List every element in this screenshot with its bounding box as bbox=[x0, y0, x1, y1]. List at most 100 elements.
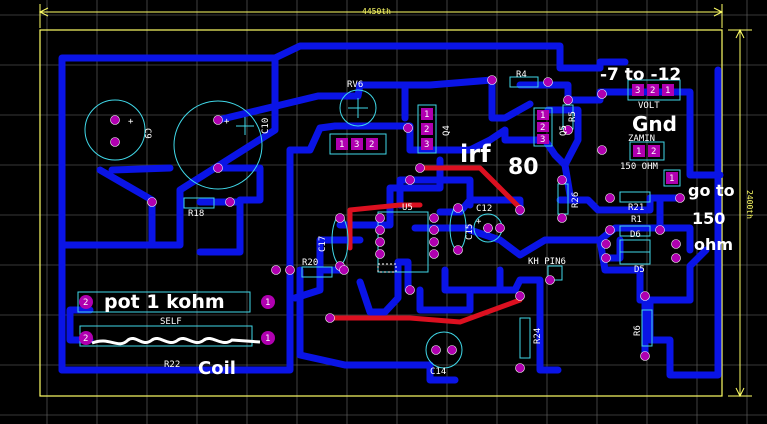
via-pad bbox=[429, 249, 439, 259]
via-pad bbox=[375, 237, 385, 247]
numbered-pads: 1 3 2 1 2 3 1 2 3 3 2 1 1 2 1 2 1 2 1 bbox=[79, 84, 678, 345]
ohm-pin-1: 1 bbox=[669, 174, 674, 184]
r1-body bbox=[619, 225, 651, 237]
via-pad bbox=[110, 137, 120, 147]
self-label: SELF bbox=[160, 317, 182, 327]
via-pad bbox=[431, 345, 441, 355]
via-pad bbox=[601, 253, 611, 263]
q4-pin-1: 1 bbox=[424, 110, 429, 120]
via-pad bbox=[403, 123, 413, 133]
d6-body bbox=[619, 239, 651, 253]
via-pad bbox=[213, 115, 223, 125]
via-pad bbox=[671, 239, 681, 249]
c12-label: C12 bbox=[476, 204, 492, 214]
via-pad bbox=[605, 225, 615, 235]
via-pad bbox=[271, 265, 281, 275]
volt-body bbox=[627, 79, 681, 101]
volt-pin-1: 1 bbox=[665, 86, 670, 96]
d6-label: D6 bbox=[630, 230, 641, 240]
via-pad bbox=[375, 225, 385, 235]
rv6-outline bbox=[339, 89, 377, 127]
q4-label: Q4 bbox=[442, 125, 452, 136]
kh-pin6-body bbox=[547, 265, 563, 281]
via-pad bbox=[339, 265, 349, 275]
via-pad bbox=[605, 193, 615, 203]
zamin-pin-1: 1 bbox=[636, 147, 641, 157]
c14-label: C14 bbox=[430, 367, 446, 377]
volt-label: VOLT bbox=[638, 101, 660, 111]
via-pad bbox=[375, 249, 385, 259]
self-pin-1: 1 bbox=[265, 298, 270, 308]
d5-label: D5 bbox=[634, 265, 645, 275]
q4-body bbox=[417, 104, 437, 154]
c14-outline bbox=[425, 331, 463, 369]
via-pad bbox=[601, 239, 611, 249]
u5-label: U5 bbox=[402, 203, 413, 213]
pot-note: pot 1 kohm bbox=[104, 291, 225, 313]
r22-pin-1: 1 bbox=[265, 334, 270, 344]
via-pad bbox=[515, 205, 525, 215]
r6-label: R6 bbox=[633, 325, 643, 336]
via-pad bbox=[640, 291, 650, 301]
r26-label: R26 bbox=[571, 192, 581, 208]
designators: C9 C10 RV6 R4 R5 Q4 Q5 R18 U5 C12 C17 C1… bbox=[142, 70, 660, 377]
via-pad bbox=[495, 223, 505, 233]
pin1-marker bbox=[377, 263, 397, 273]
via-pad bbox=[543, 77, 553, 87]
r24-body bbox=[519, 317, 531, 359]
q4-pin-3: 3 bbox=[424, 140, 429, 150]
height-dimension-label: 2400th bbox=[745, 190, 754, 219]
height-dimension bbox=[728, 28, 752, 398]
via-pad bbox=[225, 197, 235, 207]
bottom-layer-traces bbox=[58, 42, 724, 384]
via-pad bbox=[429, 225, 439, 235]
c9-label: C9 bbox=[142, 128, 152, 139]
via-pad bbox=[483, 223, 493, 233]
r4-label: R4 bbox=[516, 70, 527, 80]
via-pad bbox=[563, 125, 573, 135]
via-pad bbox=[405, 285, 415, 295]
r20-body bbox=[301, 266, 333, 278]
rv6-pin-3: 3 bbox=[354, 140, 359, 150]
r22-label: R22 bbox=[164, 360, 180, 370]
ohm150-note: 150 bbox=[692, 209, 725, 228]
rv6-pin-2: 2 bbox=[369, 140, 374, 150]
via-pad bbox=[453, 203, 463, 213]
via-pad bbox=[675, 193, 685, 203]
r22-pin-2: 2 bbox=[83, 334, 88, 344]
via-pad bbox=[325, 313, 335, 323]
via-pad bbox=[405, 175, 415, 185]
r1-label: R1 bbox=[631, 215, 642, 225]
via-pad bbox=[110, 115, 120, 125]
via-pad bbox=[640, 351, 650, 361]
irf-note: irf bbox=[460, 140, 491, 168]
coil-note: Coil bbox=[198, 358, 236, 379]
via-pad bbox=[563, 95, 573, 105]
via-pad bbox=[415, 163, 425, 173]
rv6-label: RV6 bbox=[347, 80, 363, 90]
zamin-body bbox=[629, 141, 665, 161]
zamin-label: ZAMIN bbox=[628, 134, 655, 144]
pads bbox=[110, 75, 685, 373]
r18-body bbox=[183, 197, 215, 209]
q5-pin-3: 3 bbox=[540, 135, 545, 145]
via-pad bbox=[515, 291, 525, 301]
c15-label: C15 bbox=[465, 224, 475, 240]
zamin-pin-2: 2 bbox=[651, 147, 656, 157]
top-layer-traces bbox=[327, 165, 523, 325]
c9-plus: + bbox=[128, 117, 134, 127]
ohm-body bbox=[663, 169, 681, 187]
d5-body bbox=[619, 251, 651, 265]
ohm-label: 150 OHM bbox=[620, 162, 659, 172]
goto-note: go to bbox=[688, 181, 735, 200]
r20-label: R20 bbox=[302, 258, 318, 268]
self-pin-2: 2 bbox=[83, 298, 88, 308]
board-outline bbox=[39, 29, 723, 397]
r4-body bbox=[509, 76, 539, 88]
via-pad bbox=[375, 213, 385, 223]
coil-scribble bbox=[91, 337, 261, 346]
via-pad bbox=[557, 213, 567, 223]
kh-pin6-label: KH PIN6 bbox=[528, 257, 566, 267]
q5-body bbox=[533, 107, 553, 147]
